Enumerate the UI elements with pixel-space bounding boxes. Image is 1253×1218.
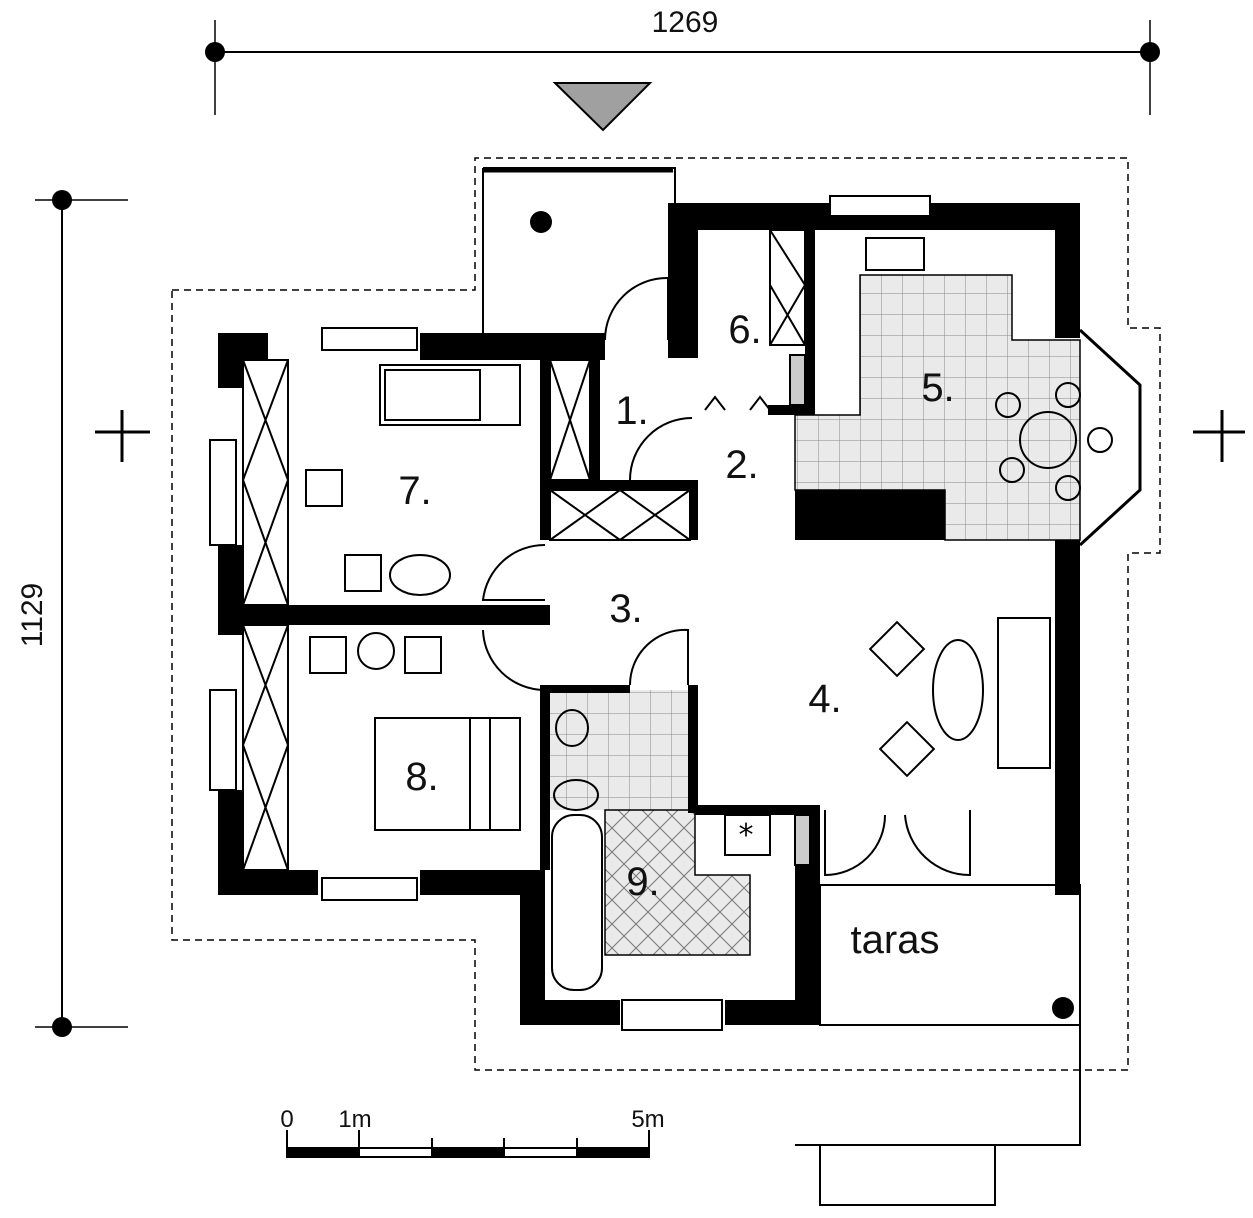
roof-outline [171,157,1161,1071]
section-marker-left [95,410,150,462]
doors [481,276,971,877]
room-label-7: 7. [398,469,431,513]
porch [482,167,676,335]
scale-label-5m: 5m [631,1106,664,1133]
room-label-2: 2. [725,443,758,487]
windows [209,195,1142,1031]
scale-label-zero: 0 [280,1106,293,1133]
height-label: 1129 [16,583,49,648]
room-label-6: 6. [728,308,761,352]
scale-bar: 0 1m 5m [280,1106,665,1158]
scale-label-1m: 1m [338,1106,371,1133]
room-label-4: 4. [808,677,841,721]
room-label-3: 3. [609,587,642,631]
width-label: 1269 [652,6,719,39]
column [530,211,552,233]
room-label-8: 8. [405,755,438,799]
width-dimension: 1269 [205,6,1160,115]
furniture [305,237,1113,991]
column [1052,997,1074,1019]
height-dimension: 1129 [16,190,128,1037]
room-label-9: 9. [626,860,659,904]
room-label-5: 5. [921,366,954,410]
wardrobes [242,229,806,871]
section-marker-right [1193,410,1245,462]
pergola [795,895,1081,1206]
terrace-label: taras [851,918,940,962]
fireplace-icon: * [739,818,754,853]
wc-tiles [545,690,695,810]
room-label-1: 1. [615,389,648,433]
entrance-marker [552,82,653,132]
